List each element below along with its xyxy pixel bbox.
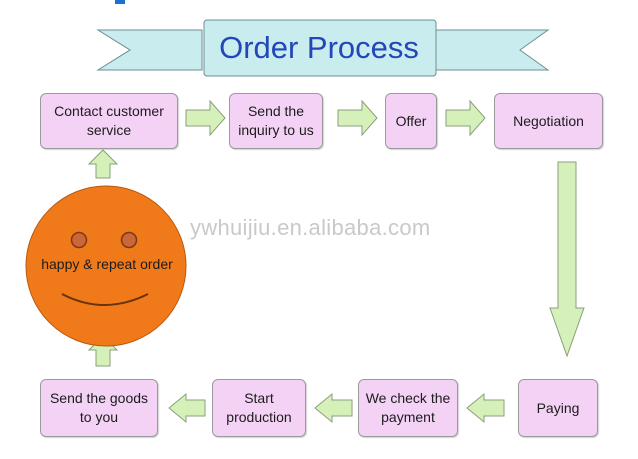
- watermark-text: ywhuijiu.en.alibaba.com: [190, 215, 431, 240]
- step-contact-customer-service: Contact customer service: [40, 93, 178, 149]
- step-send-goods-label: Send the goods to you: [49, 390, 149, 425]
- step-paying-label: Paying: [536, 399, 580, 416]
- arrow-inquiry-to-offer: [337, 99, 378, 137]
- smiley-left-eye: [70, 231, 88, 249]
- step-offer-label: Offer: [395, 112, 427, 129]
- title-ribbon: [96, 19, 550, 77]
- ribbon-center: [203, 19, 437, 77]
- step-negotiation-label: Negotiation: [513, 112, 584, 129]
- step-start-production: Start production: [212, 379, 306, 437]
- ribbon-right-tail: [435, 29, 550, 71]
- arrow-contact-to-inquiry: [185, 99, 226, 137]
- diagram-title: Order Process: [219, 30, 419, 65]
- top-accent-mark: [115, 0, 125, 4]
- arrow-smile-to-contact: [87, 149, 119, 179]
- step-offer: Offer: [385, 93, 437, 149]
- step-check-payment: We check the payment: [358, 379, 458, 437]
- smiley-circle: [25, 185, 187, 347]
- arrow-production-to-send: [168, 392, 206, 424]
- step-contact-label: Contact customer service: [54, 103, 164, 138]
- smiley-face: [25, 185, 187, 347]
- arrow-negotiation-to-paying: [549, 161, 585, 358]
- step-send-inquiry: Send the inquiry to us: [229, 93, 323, 149]
- arrow-paying-to-check: [466, 392, 505, 424]
- arrow-offer-to-negotiation: [445, 99, 486, 137]
- step-start-production-label: Start production: [226, 390, 292, 425]
- ribbon-left-tail: [96, 29, 203, 71]
- step-negotiation: Negotiation: [494, 93, 603, 149]
- step-check-payment-label: We check the payment: [365, 390, 451, 425]
- arrow-check-to-production: [314, 392, 353, 424]
- happy-repeat-order-label: happy & repeat order: [41, 256, 173, 272]
- step-inquiry-label: Send the inquiry to us: [238, 103, 314, 138]
- smiley-right-eye: [120, 231, 138, 249]
- step-paying: Paying: [518, 379, 598, 437]
- step-send-goods: Send the goods to you: [40, 379, 158, 437]
- smiley-mouth: [61, 293, 149, 306]
